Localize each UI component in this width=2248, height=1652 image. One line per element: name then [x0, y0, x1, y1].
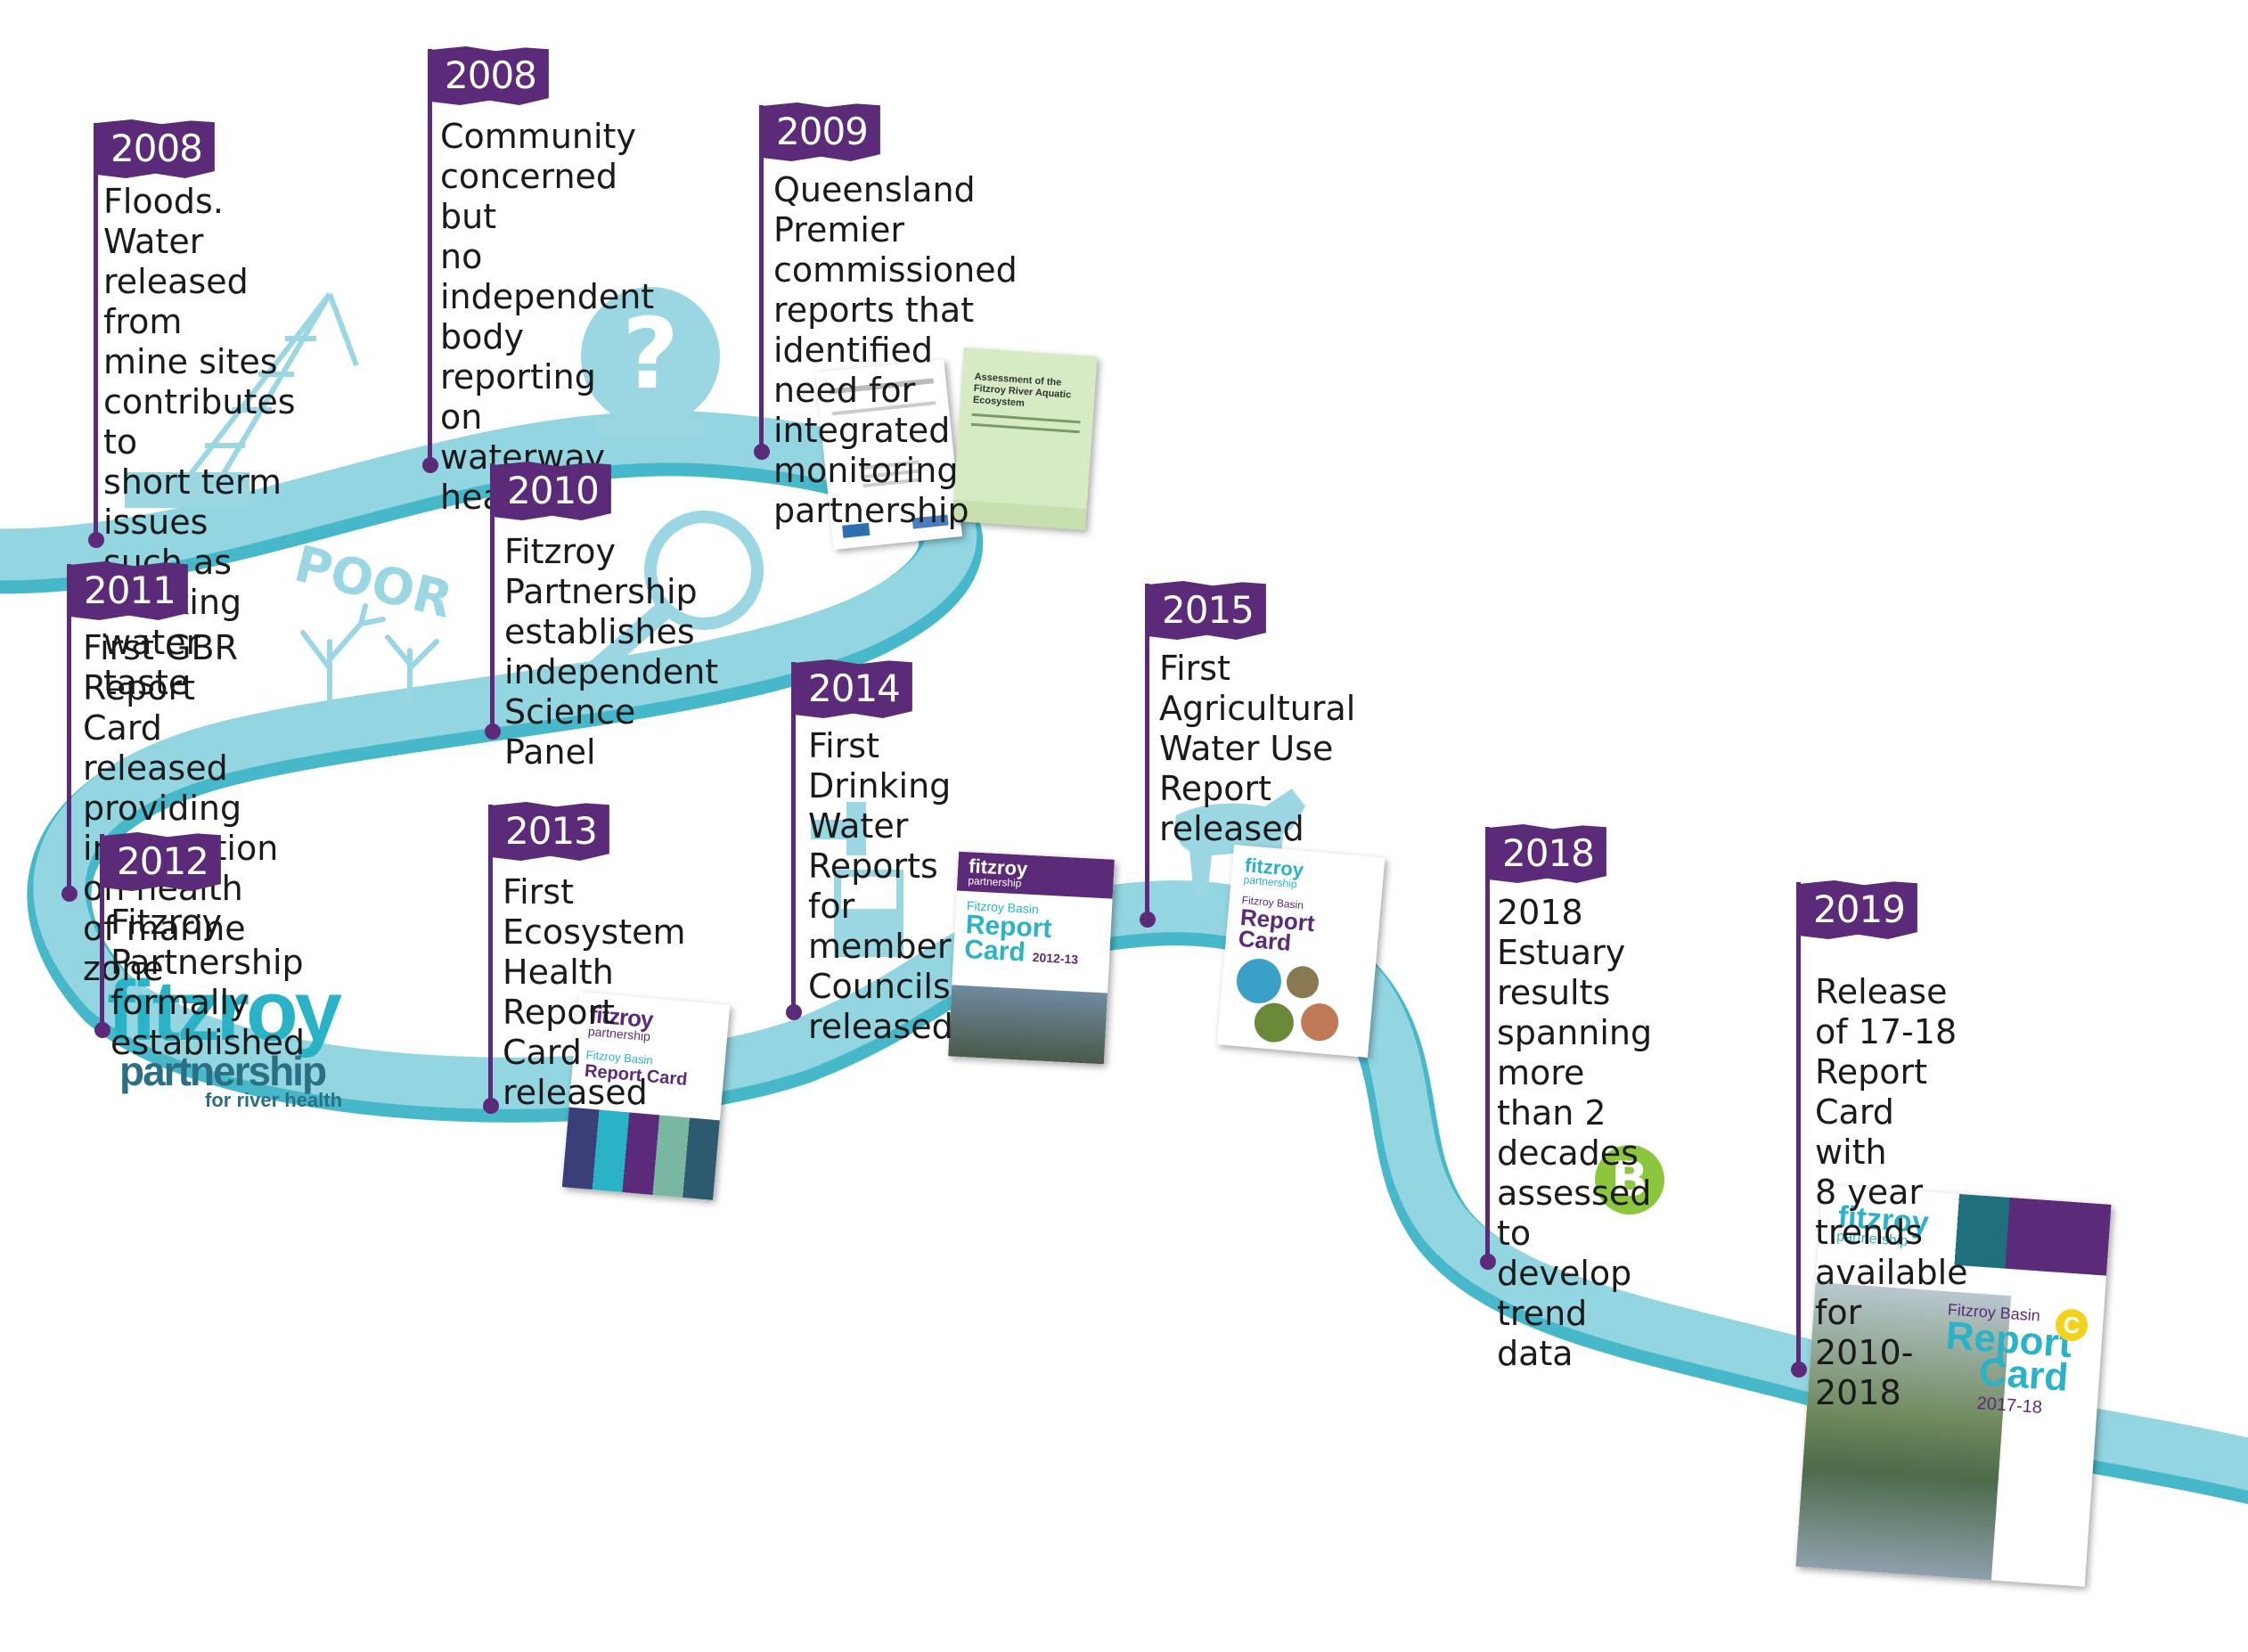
year-flag: 2014 — [794, 659, 912, 718]
question-search-icon: ? — [581, 287, 720, 437]
milestone-dot — [94, 1022, 110, 1038]
milestone-pole — [1796, 882, 1801, 1370]
milestone-dot — [1791, 1362, 1807, 1378]
year-flag: 2011 — [69, 561, 188, 620]
milestone-text: Community concerned but no independent b… — [440, 117, 655, 517]
milestone-dot — [485, 724, 501, 740]
water-tap-icon — [811, 802, 903, 957]
milestone-pole — [100, 834, 104, 1032]
year-flag: 2010 — [493, 462, 611, 520]
milestone-text: Fitzroy Partnership establishes independ… — [504, 532, 719, 772]
report-card-2014: fitzroy partnership Fitzroy Basin Report… — [948, 851, 1115, 1065]
report-2014-title-b: Card — [963, 935, 1026, 968]
year-flag: 2009 — [762, 102, 880, 161]
report-2014-years: 2012-13 — [1032, 950, 1079, 967]
milestone-dot — [1140, 912, 1156, 928]
milestone-pole — [94, 123, 98, 542]
milestone-dot — [1480, 1254, 1496, 1270]
report-2019-title-b: Card — [1977, 1350, 2070, 1400]
milestone-pole — [759, 105, 764, 453]
year-flag: 2015 — [1148, 581, 1266, 640]
milestone-pole — [490, 463, 495, 731]
milestone-pole — [791, 662, 796, 1011]
milestone-text: First Agricultural Water Use Report rele… — [1159, 649, 1356, 848]
milestone-dot — [422, 457, 438, 473]
year-flag: 2012 — [102, 832, 221, 891]
milestone-text: First Ecosystem Health Report Card relea… — [503, 872, 686, 1112]
report-card-2015: fitzroy partnership Fitzroy Basin Report… — [1216, 845, 1386, 1058]
milestone-pole — [1145, 584, 1149, 922]
milestone-pole — [488, 805, 493, 1105]
milestone-text: Release of 17-18 Report Card with 8 year… — [1815, 972, 1968, 1412]
year-flag: 2008 — [430, 46, 549, 105]
logo-sub: partnership — [119, 1048, 327, 1094]
grade-b-badge: B — [1595, 1145, 1664, 1214]
year-flag: 2013 — [491, 802, 609, 861]
fitzroy-partnership-logo: fitzroy partnership for river health — [107, 963, 392, 1111]
milestone-text: 2018 Estuary results spanning more than … — [1497, 893, 1653, 1373]
mine-dredge-icon — [125, 292, 359, 508]
magnifier-icon — [587, 511, 764, 678]
logo-name: fitzroy — [107, 963, 342, 1059]
milestone-dot — [754, 444, 770, 460]
milestone-pole — [67, 564, 71, 898]
milestone-text: Fitzroy Partnership formally established — [110, 903, 305, 1062]
milestone-dot — [483, 1098, 499, 1114]
milestone-text: Queensland Premier commissioned reports … — [773, 170, 1018, 530]
logo-tag: for river health — [205, 1089, 343, 1111]
poor-label: POOR — [289, 536, 458, 630]
milestone-text: First Drinking Water Reports for member … — [808, 726, 953, 1046]
year-flag: 2019 — [1799, 880, 1917, 939]
milestone-dot — [786, 1004, 802, 1020]
milestone-dot — [88, 532, 104, 548]
year-flag: 2018 — [1488, 824, 1606, 883]
milestone-pole — [1485, 827, 1490, 1264]
milestone-text: Floods. Water released from mine sites c… — [103, 182, 296, 702]
year-flag: 2008 — [96, 119, 215, 178]
milestone-dot — [61, 886, 78, 902]
question-mark: ? — [622, 297, 679, 411]
poor-coral-icon: POOR — [289, 536, 458, 707]
milestone-pole — [428, 49, 432, 466]
